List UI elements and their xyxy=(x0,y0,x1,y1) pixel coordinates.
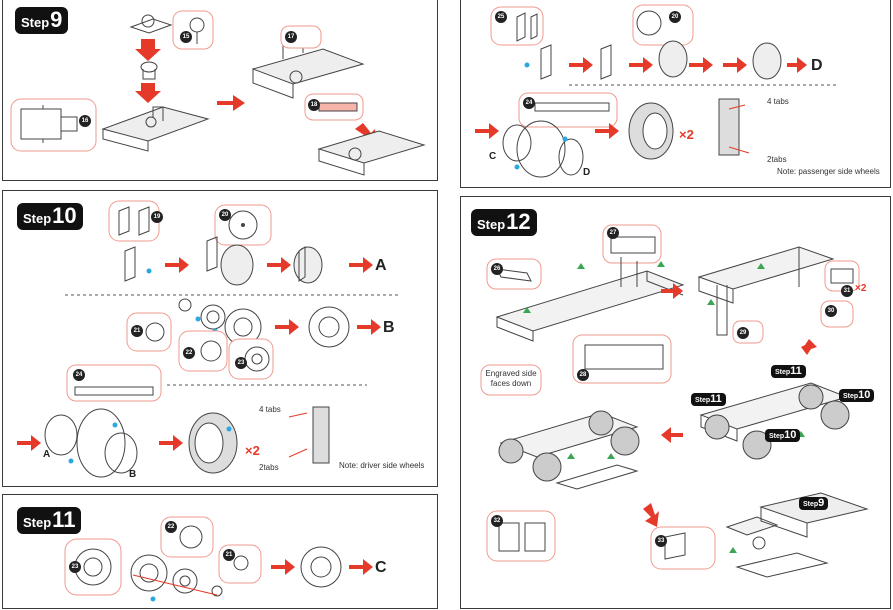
label-c-small: C xyxy=(489,151,497,162)
step-12-illustration xyxy=(480,224,869,578)
times-two-r: ×2 xyxy=(679,127,694,142)
label-c: C xyxy=(375,559,387,576)
part-number-20-r: 20 xyxy=(669,11,681,23)
part-number-22-s11: 22 xyxy=(165,521,177,533)
part-number-23: 23 xyxy=(235,357,247,369)
tabs-bottom-note-r: 2tabs xyxy=(767,155,787,164)
times-two-s12: ×2 xyxy=(855,283,867,294)
engraved-side-note: Engraved side faces down xyxy=(485,369,537,388)
part-number-27: 27 xyxy=(607,227,619,239)
part-number-29: 29 xyxy=(737,327,749,339)
label-d-small: D xyxy=(583,167,591,178)
part-number-24-r: 24 xyxy=(523,97,535,109)
part-number-32: 32 xyxy=(491,515,503,527)
part-number-21: 21 xyxy=(131,325,143,337)
step-11-continued-panel: 25 20 24 D C D ×2 4 tabs 2tabs Note: pas… xyxy=(460,0,891,188)
part-number-33: 33 xyxy=(655,535,667,547)
part-number-25: 25 xyxy=(495,11,507,23)
tabs-bottom-note: 2tabs xyxy=(259,463,279,472)
part-number-21-s11: 21 xyxy=(223,549,235,561)
part-number-16: 16 xyxy=(79,115,91,127)
tabs-top-note: 4 tabs xyxy=(259,405,281,414)
label-b-small: B xyxy=(129,469,137,480)
step-10-illustration xyxy=(17,200,401,478)
part-number-30: 30 xyxy=(825,305,837,317)
step-11-illustration xyxy=(64,516,373,602)
label-d: D xyxy=(811,57,823,74)
part-number-28: 28 xyxy=(577,369,589,381)
part-number-20: 20 xyxy=(219,209,231,221)
part-number-26: 26 xyxy=(491,263,503,275)
part-number-19: 19 xyxy=(151,211,163,223)
step-9-illustration xyxy=(10,10,426,176)
label-a: A xyxy=(375,257,387,274)
part-number-17: 17 xyxy=(285,31,297,43)
label-a-small: A xyxy=(43,449,51,460)
part-number-23-s11: 23 xyxy=(69,561,81,573)
part-number-31: 31 xyxy=(841,285,853,297)
passenger-side-note: Note: passenger side wheels xyxy=(777,167,880,176)
part-number-15: 15 xyxy=(180,31,192,43)
times-two: ×2 xyxy=(245,443,260,458)
part-number-22: 22 xyxy=(183,347,195,359)
tabs-top-note-r: 4 tabs xyxy=(767,97,789,106)
wheel-assembly-illustration xyxy=(475,4,837,178)
part-number-18: 18 xyxy=(308,99,320,111)
part-number-24: 24 xyxy=(73,369,85,381)
driver-side-note: Note: driver side wheels xyxy=(339,461,425,470)
label-b: B xyxy=(383,319,395,336)
